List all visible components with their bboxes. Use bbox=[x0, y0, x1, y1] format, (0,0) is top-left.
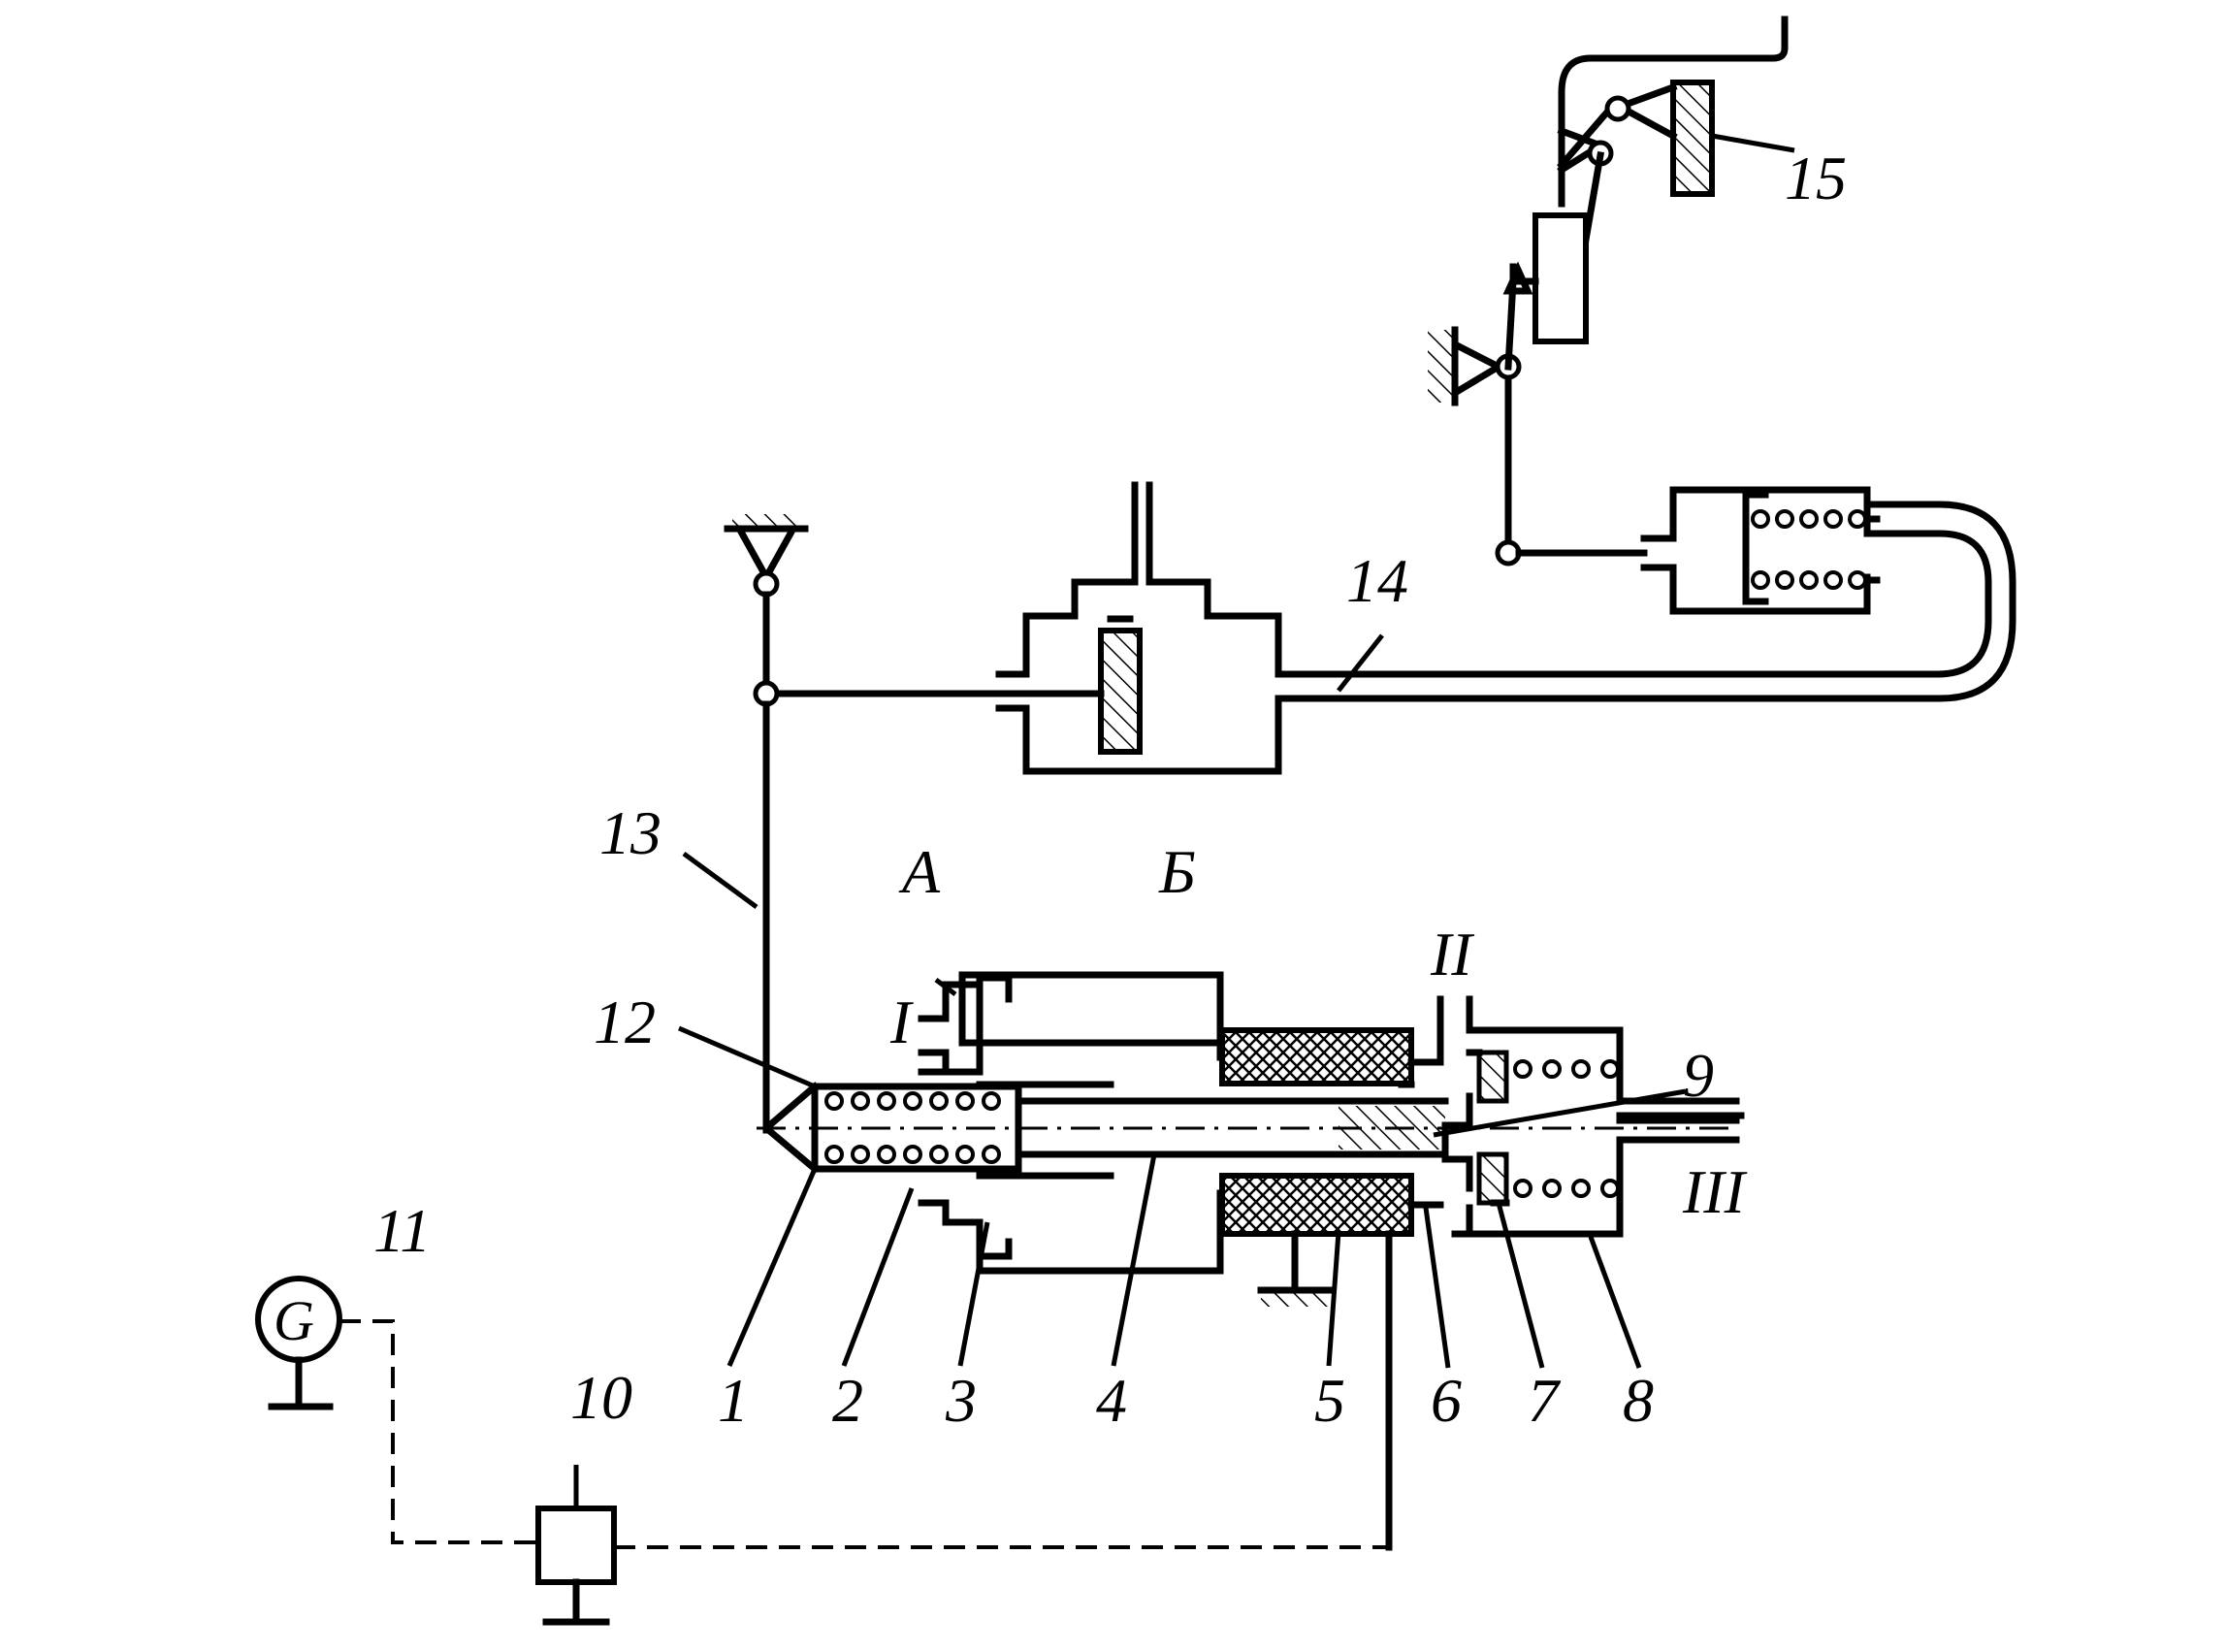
label-11: 11 bbox=[373, 1196, 431, 1265]
generator-11: G bbox=[255, 1276, 538, 1544]
label-13: 13 bbox=[599, 798, 661, 867]
label-1: 1 bbox=[718, 1366, 749, 1435]
label-7: 7 bbox=[1528, 1366, 1562, 1435]
lever-slider bbox=[1532, 212, 1589, 344]
label-3: 3 bbox=[945, 1366, 977, 1435]
right-chamber bbox=[1441, 1049, 1620, 1207]
pipe-14 bbox=[1274, 501, 2016, 702]
label-port-iii: III bbox=[1682, 1157, 1748, 1226]
leader-lines bbox=[678, 133, 1795, 1369]
labels: 1 2 3 4 5 6 7 8 9 10 11 12 13 14 15 А Б … bbox=[373, 144, 1847, 1435]
weight-block-15 bbox=[1670, 80, 1715, 197]
label-15: 15 bbox=[1785, 144, 1847, 212]
label-14: 14 bbox=[1346, 546, 1408, 615]
servo-cylinder-middle bbox=[767, 481, 1282, 775]
label-port-i: I bbox=[889, 988, 914, 1056]
plunger-7-bottom bbox=[1476, 1151, 1509, 1206]
label-8: 8 bbox=[1623, 1366, 1654, 1435]
spool-1 bbox=[757, 1082, 1740, 1174]
servo-cylinder-right bbox=[1635, 486, 1881, 615]
label-12: 12 bbox=[594, 988, 656, 1056]
winding-5-top bbox=[1219, 1027, 1414, 1086]
label-5: 5 bbox=[1314, 1366, 1345, 1435]
block-10 bbox=[535, 1465, 1389, 1626]
label-cavity-a: А bbox=[898, 837, 941, 906]
generator-symbol: G bbox=[274, 1289, 314, 1352]
label-4: 4 bbox=[1096, 1366, 1127, 1435]
label-9: 9 bbox=[1683, 1041, 1714, 1110]
label-10: 10 bbox=[570, 1363, 632, 1432]
linkage-15 bbox=[1428, 16, 1789, 567]
rod-13 bbox=[682, 514, 809, 1134]
label-port-ii: II bbox=[1430, 920, 1474, 988]
piston-middle bbox=[1098, 628, 1143, 755]
label-6: 6 bbox=[1431, 1366, 1462, 1435]
winding-5-bottom bbox=[1219, 1173, 1414, 1237]
plunger-7-top bbox=[1476, 1050, 1509, 1104]
label-cavity-b: Б bbox=[1158, 837, 1196, 906]
label-2: 2 bbox=[832, 1366, 863, 1435]
